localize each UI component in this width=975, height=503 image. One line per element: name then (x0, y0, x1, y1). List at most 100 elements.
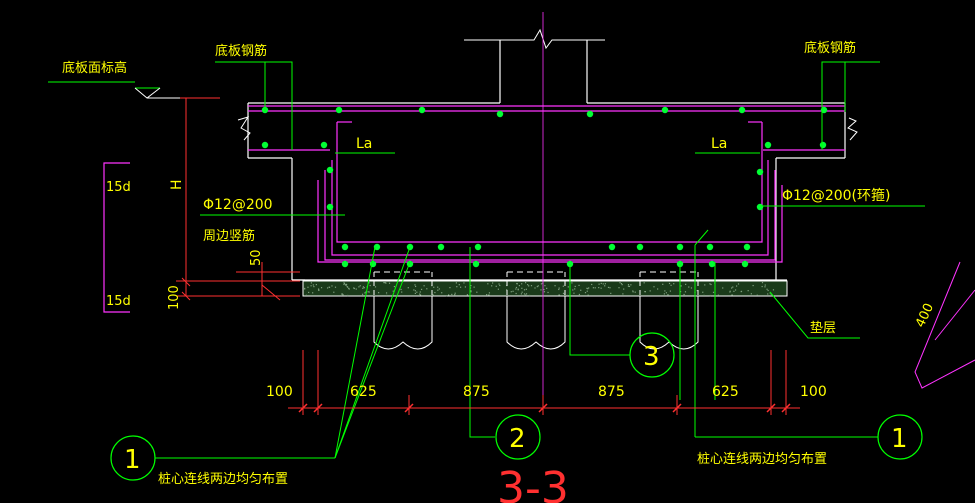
cushion-speckle (722, 287, 724, 289)
cushion-speckle (365, 291, 367, 293)
cushion-speckle (419, 293, 421, 295)
cushion-speckle (361, 293, 364, 295)
cushion-speckle (600, 282, 602, 285)
dim-50-label: 50 (249, 249, 264, 266)
cushion-speckle (756, 294, 758, 296)
cushion-speckle (393, 285, 396, 288)
callout-number: 1 (891, 424, 908, 454)
cushion-speckle (423, 285, 425, 287)
cushion-speckle (685, 283, 687, 285)
cushion-speckle (717, 294, 719, 296)
cushion-speckle (524, 294, 527, 296)
cushion-speckle (419, 291, 421, 293)
cushion-speckle (740, 290, 742, 293)
cushion-speckle (732, 286, 734, 288)
cushion-speckle (667, 294, 669, 296)
cushion-speckle (540, 283, 543, 285)
cushion-speckle (669, 290, 671, 292)
rebar-dot (369, 260, 377, 268)
rebar-dot (373, 243, 381, 251)
cushion-speckle (750, 293, 752, 295)
cushion-speckle (683, 293, 685, 296)
rebar-dot (676, 243, 684, 251)
cushion-speckle (415, 285, 417, 288)
section-title: 3-3 (497, 463, 569, 503)
cushion-speckle (515, 292, 517, 295)
cushion-speckle (392, 290, 394, 292)
cushion-speckle (670, 284, 672, 286)
dimension-lines (176, 97, 975, 415)
callout-number: 3 (643, 342, 660, 372)
cushion-speckle (598, 286, 600, 289)
cushion-speckle (488, 294, 490, 296)
cushion-speckle (767, 293, 769, 295)
cushion-speckle (326, 287, 329, 289)
cushion-speckle (574, 288, 576, 290)
cushion-speckle (530, 285, 533, 287)
cushion-speckle (449, 287, 451, 289)
rebar-dot (756, 168, 764, 176)
cushion-speckle (343, 282, 346, 285)
cushion-speckle (528, 285, 530, 287)
cushion-speckle (353, 287, 355, 290)
cushion-speckle (320, 287, 323, 289)
pile-note-right: 桩心连线两边均匀布置 (697, 451, 827, 467)
rebar-dot (764, 141, 772, 149)
cushion-speckle (388, 282, 391, 284)
cushion-speckle (506, 289, 508, 291)
cushion-speckle (587, 294, 589, 296)
cushion-speckle (341, 293, 344, 295)
cushion-speckle (470, 285, 472, 287)
cushion-speckle (525, 282, 527, 284)
cushion-speckle (566, 294, 568, 297)
cushion-speckle (363, 287, 365, 289)
rebar-label-left: 底板钢筋 (215, 43, 267, 59)
rebar-dot (406, 260, 414, 268)
cushion-speckle (607, 286, 610, 289)
cushion-speckle (414, 292, 416, 294)
rebar-label-right: 底板钢筋 (804, 40, 856, 56)
cushion-speckle (664, 290, 666, 292)
perimeter-stirrup-label: 周边竖筋 (203, 228, 255, 244)
cushion-speckle (334, 286, 337, 288)
cushion-speckle (544, 285, 546, 287)
cushion-speckle (665, 292, 668, 294)
cushion-speckle (737, 283, 740, 285)
cushion-speckle (572, 289, 574, 291)
cushion-speckle (567, 286, 569, 288)
break-lines (237, 28, 858, 141)
cushion-speckle (318, 289, 320, 291)
cushion-speckle (383, 282, 385, 284)
cushion-speckle (476, 291, 478, 293)
cushion-speckle (315, 284, 317, 286)
slab-top-elevation-label: 底板面标高 (62, 60, 127, 76)
cushion-speckle (752, 284, 754, 287)
cushion-speckle (413, 289, 415, 291)
cushion-speckle (437, 289, 439, 291)
cushion-speckle (632, 290, 634, 292)
cushion-speckle (463, 282, 465, 284)
cushion-speckle (487, 283, 489, 285)
pile-middle (506, 296, 566, 350)
cushion-speckle (374, 286, 377, 288)
cushion-speckle (459, 286, 462, 288)
cushion-speckle (492, 282, 494, 284)
cushion-speckle (543, 291, 546, 293)
rebar-dot (418, 106, 426, 114)
cushion-speckle (378, 292, 380, 294)
cushion-speckle (591, 283, 593, 286)
cushion-speckle (644, 291, 646, 293)
d15-bottom-label: 15d (106, 294, 131, 309)
cushion-speckle (416, 291, 418, 293)
cushion-speckle (310, 282, 313, 284)
cushion-speckle (368, 291, 370, 293)
dimension-values: 100 625 875 875 625 100 (266, 384, 827, 400)
cushion-speckle (598, 283, 600, 285)
cushion-speckle (521, 283, 523, 285)
cushion-speckle (534, 287, 536, 289)
cushion-speckle (604, 283, 606, 285)
cushion-speckle (331, 285, 333, 287)
cushion-speckle (703, 294, 705, 296)
rebar-dot (472, 260, 480, 268)
cushion-speckle (709, 283, 711, 285)
